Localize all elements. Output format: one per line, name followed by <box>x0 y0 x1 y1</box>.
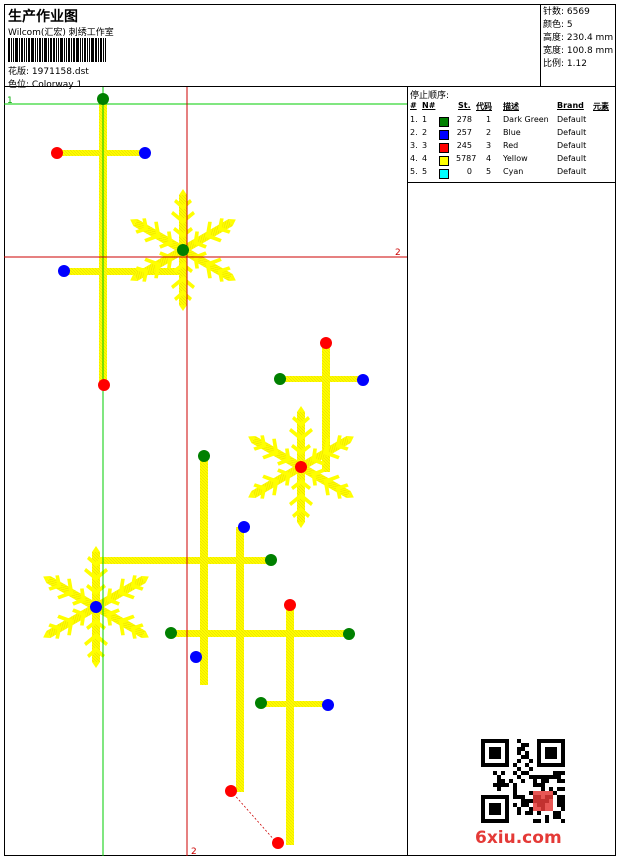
row-stitches: 0 <box>466 167 472 176</box>
colorway-label: 色位: <box>8 80 30 90</box>
row-brand: Default <box>557 141 587 150</box>
row-code: 5 <box>486 167 492 176</box>
row-stitches: 257 <box>456 128 472 137</box>
colorway-value: Colorway 1 <box>31 80 83 90</box>
pattern-value: 1971158.dst <box>31 67 89 77</box>
color-swatch <box>439 117 449 127</box>
row-index: 5. <box>410 167 418 176</box>
watermark-logo: 6xiu.com <box>475 828 562 848</box>
qr-code-image <box>481 739 565 823</box>
row-description: Cyan <box>503 167 524 176</box>
stat-value: 230.4 mm <box>566 33 614 43</box>
col-n: N# <box>422 101 436 110</box>
row-stitches: 5787 <box>456 154 477 163</box>
page-title: 生产作业图 <box>8 9 78 25</box>
design-canvas[interactable]: 1 2 2 <box>4 87 408 856</box>
row-description: Red <box>503 141 519 150</box>
stat-stitches: 针数: 6569 <box>543 6 616 19</box>
stop-sequence-row[interactable]: 5. 5 0 5 Cyan Default <box>408 167 616 180</box>
row-n: 1 <box>422 115 428 124</box>
stat-value: 5 <box>566 20 573 30</box>
color-swatch <box>439 130 449 140</box>
guide-label-v2: 2 <box>191 847 197 856</box>
stat-label: 针数: <box>543 7 565 17</box>
row-n: 3 <box>422 141 428 150</box>
color-swatch <box>439 156 449 166</box>
row-brand: Default <box>557 154 587 163</box>
stat-label: 颜色: <box>543 20 565 30</box>
stop-sequence-panel: 停止顺序: # N# St. 代码 描述 Brand 元素 1. 1 278 1 Dar… <box>408 87 616 183</box>
stat-value: 100.8 mm <box>566 46 614 56</box>
guide-label-h2: 2 <box>395 248 401 258</box>
row-brand: Default <box>557 128 587 137</box>
color-swatch <box>439 169 449 179</box>
stop-sequence-title: 停止顺序: <box>410 91 450 101</box>
pattern-info: 花版: 1971158.dst <box>8 64 89 77</box>
stat-height: 高度: 230.4 mm <box>543 32 616 45</box>
row-index: 2. <box>410 128 418 137</box>
row-index: 1. <box>410 115 418 124</box>
col-st: St. <box>458 101 471 110</box>
row-n: 4 <box>422 154 428 163</box>
col-code: 代码 <box>476 102 492 111</box>
row-n: 5 <box>422 167 428 176</box>
snowflake-motifs <box>37 189 360 668</box>
stats-panel: 针数: 6569 颜色: 5 高度: 230.4 mm 宽度: 100.8 mm… <box>540 4 616 87</box>
stat-label: 宽度: <box>543 46 565 56</box>
studio-name: Wilcom(汇宏) 刺绣工作室 <box>8 28 114 38</box>
stat-colors: 颜色: 5 <box>543 19 616 32</box>
guide-lines <box>4 87 407 856</box>
col-desc: 描述 <box>503 102 519 111</box>
page-frame <box>4 4 616 856</box>
stat-label: 高度: <box>543 33 565 43</box>
header-panel: 生产作业图 Wilcom(汇宏) 刺绣工作室 花版: 1971158.dst 色… <box>4 4 540 90</box>
col-element: 元素 <box>593 102 609 111</box>
stat-value: 1.12 <box>566 59 587 69</box>
stop-sequence-row[interactable]: 1. 1 278 1 Dark Green Default <box>408 115 616 128</box>
guide-label-h1: 1 <box>7 96 13 106</box>
row-code: 4 <box>486 154 492 163</box>
stop-sequence-row[interactable]: 3. 3 245 3 Red Default <box>408 141 616 154</box>
row-code: 3 <box>486 141 492 150</box>
col-hash: # <box>410 101 417 110</box>
row-index: 4. <box>410 154 418 163</box>
row-description: Yellow <box>503 154 528 163</box>
row-code: 2 <box>486 128 492 137</box>
row-brand: Default <box>557 167 587 176</box>
row-code: 1 <box>486 115 492 124</box>
col-brand: Brand <box>557 101 584 110</box>
stat-width: 宽度: 100.8 mm <box>543 45 616 58</box>
stop-sequence-row[interactable]: 2. 2 257 2 Blue Default <box>408 128 616 141</box>
stat-scale: 比例: 1.12 <box>543 58 616 71</box>
stat-value: 6569 <box>566 7 590 17</box>
row-description: Blue <box>503 128 521 137</box>
color-stop-markers <box>51 93 369 849</box>
stop-sequence-header: # N# St. 代码 描述 Brand 元素 <box>408 101 616 113</box>
color-swatch <box>439 143 449 153</box>
stat-label: 比例: <box>543 59 565 69</box>
row-n: 2 <box>422 128 428 137</box>
row-description: Dark Green <box>503 115 549 124</box>
row-index: 3. <box>410 141 418 150</box>
barcode-image <box>8 38 146 62</box>
stop-sequence-row[interactable]: 4. 4 5787 4 Yellow Default <box>408 154 616 167</box>
pattern-label: 花版: <box>8 67 30 77</box>
embroidery-drawing <box>4 87 407 856</box>
row-brand: Default <box>557 115 587 124</box>
colorway-info: 色位: Colorway 1 <box>8 77 82 90</box>
row-stitches: 245 <box>456 141 472 150</box>
row-stitches: 278 <box>456 115 472 124</box>
